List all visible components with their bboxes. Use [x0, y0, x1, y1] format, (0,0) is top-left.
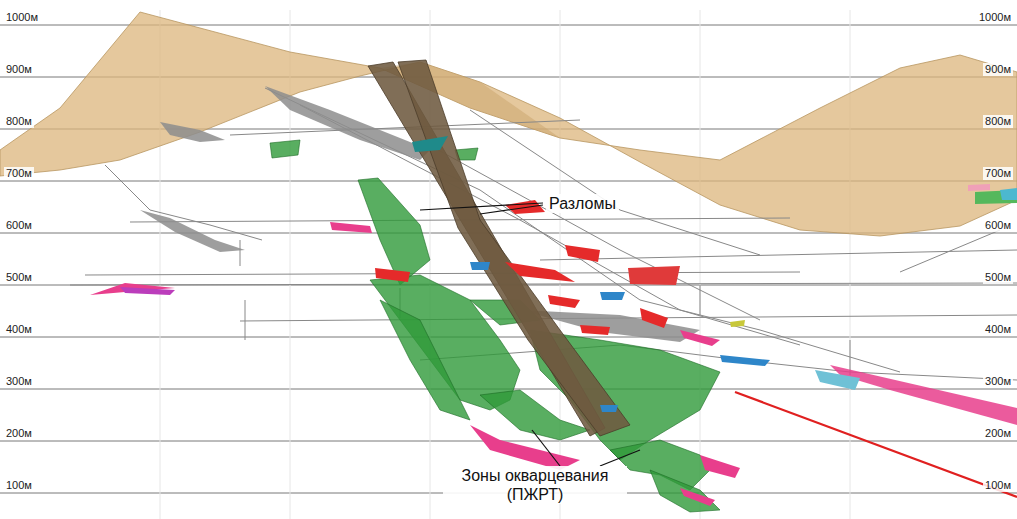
fault-band: [398, 60, 630, 436]
elevation-label: 1000м: [977, 11, 1013, 24]
elevation-label: 800м: [4, 115, 34, 128]
elevation-label: 200м: [983, 427, 1013, 440]
elevation-label: 300м: [983, 375, 1013, 388]
elevation-label: 100м: [983, 479, 1013, 492]
elevation-label: 1000м: [4, 11, 40, 24]
elevation-label: 500м: [4, 271, 34, 284]
ore-bodies: [90, 136, 1017, 506]
elevation-label: 700м: [983, 167, 1013, 180]
elevation-label: 500м: [983, 271, 1013, 284]
elevation-label: 900м: [4, 63, 34, 76]
leader-lines: [420, 203, 640, 466]
elevation-label: 800м: [983, 115, 1013, 128]
fault-label: Разломы: [546, 194, 619, 213]
elevation-label: 600м: [4, 219, 34, 232]
quartz-zones: [270, 140, 720, 512]
elevation-label: 400м: [4, 323, 34, 336]
quartz-zone-label: Зоны окварцевания (ПЖРТ): [443, 466, 627, 504]
elevation-label: 100м: [4, 479, 34, 492]
elevation-label: 400м: [983, 323, 1013, 336]
elevation-label: 600м: [983, 219, 1013, 232]
elevation-label: 900м: [983, 63, 1013, 76]
surface-layer: [0, 12, 1017, 236]
elevation-label: 200м: [4, 427, 34, 440]
elevation-label: 300м: [4, 375, 34, 388]
elevation-label: 700м: [4, 167, 34, 180]
faults: [368, 60, 630, 436]
drillhole-trace: [735, 392, 1017, 497]
